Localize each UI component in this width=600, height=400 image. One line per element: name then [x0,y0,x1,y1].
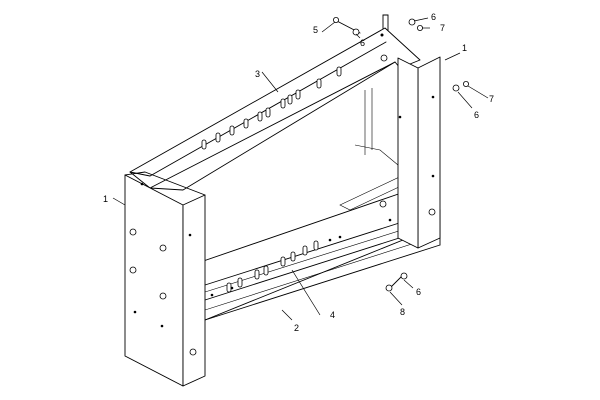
callout-6-right: 6 [474,110,479,120]
callout-2: 2 [294,323,299,333]
callout-1-left: 1 [103,194,108,204]
leader-lines [112,17,489,321]
callout-7-top: 7 [440,23,445,33]
callout-labels: 1 1 2 3 4 5 6 6 7 6 7 6 8 [103,12,494,333]
right-side-panel [380,54,441,249]
callout-6-top-a: 6 [360,38,365,48]
callout-7-right: 7 [489,94,494,104]
callout-6-bottom: 6 [416,287,421,297]
top-channel-slots [201,66,342,150]
bottom-plate-slots [226,240,319,293]
callout-3: 3 [255,69,260,79]
callout-8: 8 [400,307,405,317]
callout-5: 5 [313,25,318,35]
hardware-top [332,16,469,92]
callout-4: 4 [330,310,335,320]
callout-1-right: 1 [462,43,467,53]
top-channel [129,27,421,191]
callout-6-top-b: 6 [431,12,436,22]
left-side-panel [124,171,206,387]
hardware-bottom [379,200,408,292]
